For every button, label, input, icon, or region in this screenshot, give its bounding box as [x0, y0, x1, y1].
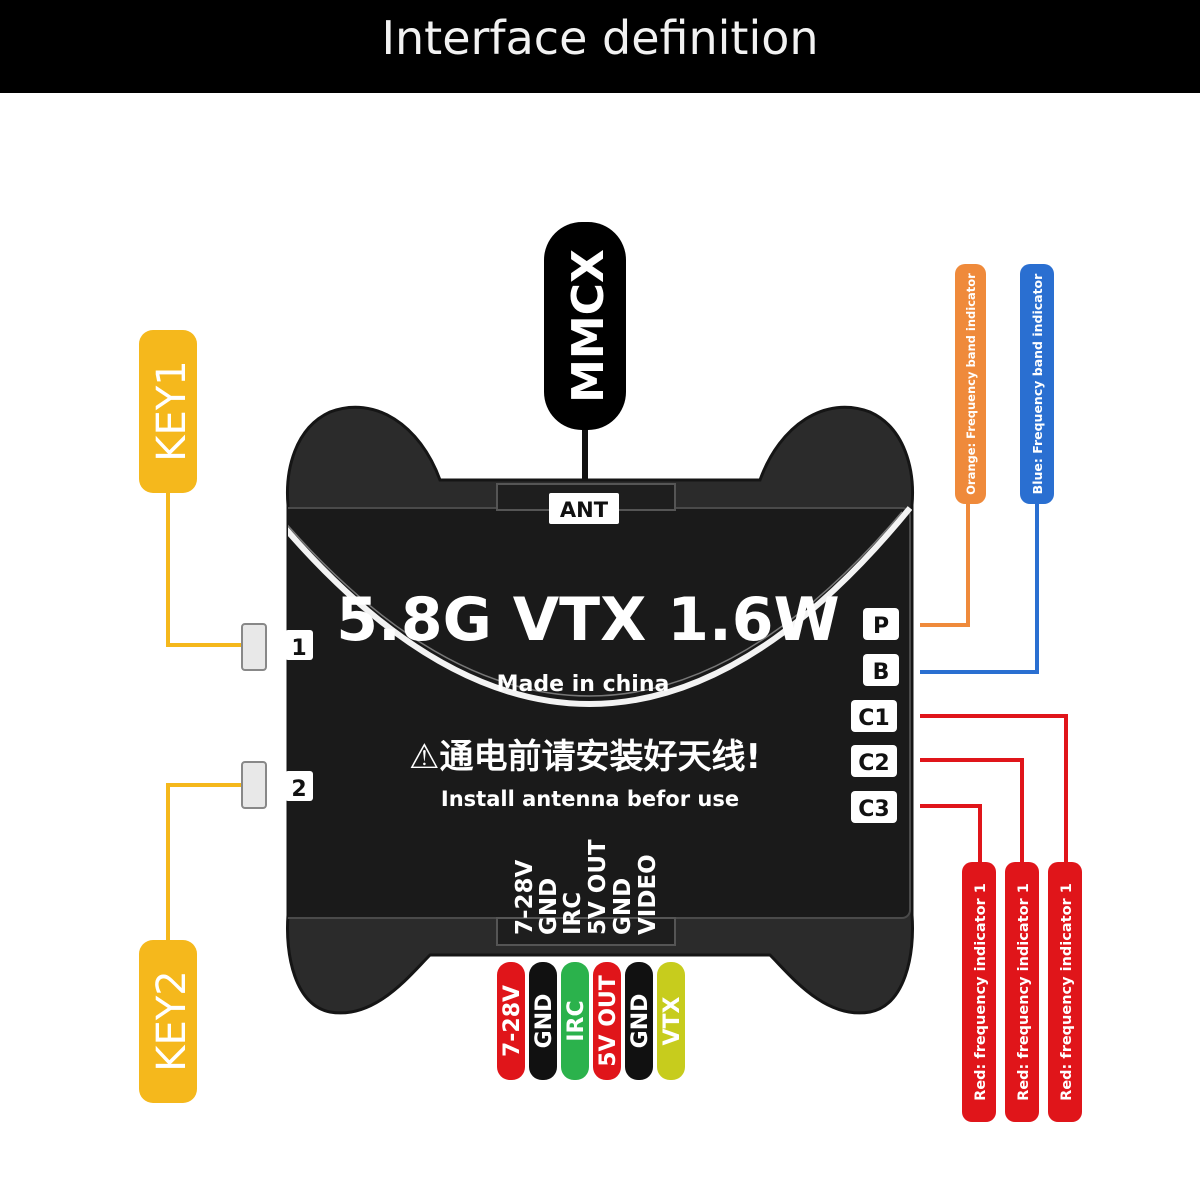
- pin-label: 7-28V: [512, 859, 538, 935]
- red-indicator-tag-c2: Red: frequency indicator 1: [1005, 862, 1039, 1122]
- wire-tags: 7-28V GND IRC 5V OUT GND VTX: [497, 962, 685, 1080]
- c3-leader: [920, 804, 982, 870]
- blue-indicator-tag: Blue: Frequency band indicator: [1020, 264, 1054, 504]
- svg-text:IRC: IRC: [564, 1000, 589, 1041]
- warning-en: Install antenna befor use: [441, 787, 739, 811]
- svg-text:C1: C1: [858, 706, 889, 731]
- svg-text:7-28V: 7-28V: [500, 985, 525, 1057]
- svg-text:Orange: Frequency band indicat: Orange: Frequency band indicator: [964, 273, 978, 495]
- mmcx-text: MMCX: [563, 249, 614, 403]
- pin-label: IRC: [560, 892, 586, 935]
- vtx-body: [286, 405, 914, 1015]
- ant-text: ANT: [560, 498, 609, 522]
- svg-text:C2: C2: [858, 751, 889, 776]
- orange-leader: [920, 500, 970, 627]
- button-1-number: 1: [291, 636, 306, 661]
- pad-c3: C3: [851, 791, 897, 823]
- svg-text:GND: GND: [628, 994, 653, 1049]
- svg-text:Blue: Frequency band indicator: Blue: Frequency band indicator: [1030, 273, 1045, 494]
- pad-c2: C2: [851, 745, 897, 777]
- ant-port-label: ANT: [549, 493, 619, 524]
- pin-label: GND: [610, 878, 636, 935]
- warning-cn: ⚠通电前请安装好天线!: [409, 737, 761, 777]
- key1-tag: KEY1: [139, 330, 197, 493]
- svg-text:5V OUT: 5V OUT: [596, 975, 621, 1067]
- svg-text:Red: frequency indicator 1: Red: frequency indicator 1: [1059, 883, 1075, 1101]
- blue-leader: [920, 500, 1039, 674]
- pin-label: VIDEO: [635, 854, 661, 935]
- key2-tag: KEY2: [139, 940, 197, 1103]
- wire-5v-out: 5V OUT: [593, 962, 621, 1080]
- pad-p: P: [863, 608, 899, 640]
- pad-b: B: [863, 654, 899, 686]
- button-2-number: 2: [291, 777, 306, 802]
- c2-leader: [920, 758, 1024, 870]
- svg-text:B: B: [873, 660, 890, 685]
- pad-c1: C1: [851, 700, 897, 732]
- svg-text:P: P: [873, 614, 889, 639]
- svg-text:VTX: VTX: [660, 996, 685, 1045]
- key1-leader: [166, 490, 250, 647]
- svg-text:C3: C3: [858, 797, 889, 822]
- model-title: 5.8G VTX 1.6W: [336, 585, 839, 655]
- wire-vtx: VTX: [657, 962, 685, 1080]
- svg-text:GND: GND: [532, 994, 557, 1049]
- svg-text:Red: frequency indicator 1: Red: frequency indicator 1: [1016, 883, 1032, 1101]
- svg-text:Red: frequency indicator 1: Red: frequency indicator 1: [973, 883, 989, 1101]
- key1-text: KEY1: [149, 360, 195, 461]
- red-indicator-tag-c3: Red: frequency indicator 1: [962, 862, 996, 1122]
- wire-gnd-2: GND: [625, 962, 653, 1080]
- key2-text: KEY2: [149, 970, 195, 1071]
- wire-gnd-1: GND: [529, 962, 557, 1080]
- orange-indicator-tag: Orange: Frequency band indicator: [955, 264, 986, 504]
- pin-label: 5V OUT: [585, 839, 611, 935]
- button-2[interactable]: 2: [241, 761, 313, 809]
- key2-leader: [166, 783, 250, 945]
- button-1[interactable]: 1: [241, 623, 313, 671]
- wire-irc: IRC: [561, 962, 589, 1080]
- page-title: Interface definition: [381, 11, 819, 65]
- pin-labels: 7-28V GND IRC 5V OUT GND VIDEO: [512, 839, 661, 935]
- wire-7-28v: 7-28V: [497, 962, 525, 1080]
- mmcx-tag: MMCX: [544, 222, 626, 430]
- header-bar: Interface definition: [0, 0, 1200, 93]
- red-indicator-tag-c1: Red: frequency indicator 1: [1048, 862, 1082, 1122]
- origin-text: Made in china: [497, 672, 670, 697]
- c1-leader: [920, 714, 1068, 870]
- pin-label: GND: [536, 878, 562, 935]
